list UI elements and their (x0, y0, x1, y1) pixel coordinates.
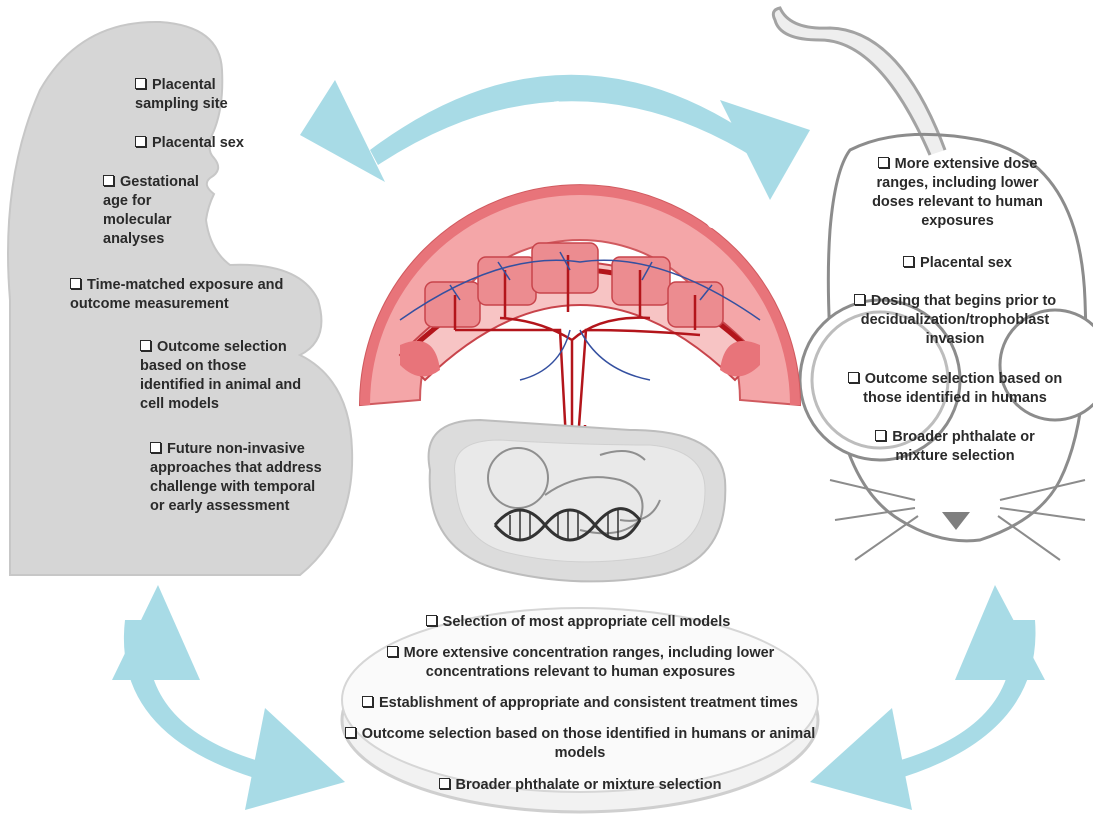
cell-item-label: Selection of most appropriate cell model… (443, 614, 731, 630)
mouse-outline (773, 8, 1093, 560)
animal-item-label: Dosing that begins prior to decidualizat… (861, 293, 1056, 347)
human-item: Gestational age for molecular analyses (103, 173, 218, 249)
cell-item: Broader phthalate or mixture selection (360, 776, 800, 795)
checkbox-icon (103, 175, 114, 186)
checkbox-icon (362, 696, 373, 707)
animal-item: Broader phthalate or mixture selection (855, 428, 1055, 466)
human-item-label: Future non-invasive approaches that addr… (150, 441, 322, 514)
checkbox-icon (140, 340, 151, 351)
human-item-label: Outcome selection based on those identif… (140, 339, 301, 412)
checkbox-icon (135, 78, 146, 89)
cell-item-label: Outcome selection based on those identif… (362, 726, 816, 761)
cell-item-label: More extensive concentration ranges, inc… (404, 645, 775, 680)
animal-item-label: Placental sex (920, 255, 1012, 271)
animal-item: Dosing that begins prior to decidualizat… (840, 292, 1070, 349)
cell-item-label: Broader phthalate or mixture selection (456, 777, 722, 793)
fetus-illustration (429, 420, 726, 581)
checkbox-icon (439, 778, 450, 789)
arrow-head-to-dish-left (245, 708, 345, 810)
animal-item-label: Outcome selection based on those identif… (863, 371, 1062, 406)
checkbox-icon (135, 136, 146, 147)
human-item: Outcome selection based on those identif… (140, 338, 310, 414)
checkbox-icon (426, 615, 437, 626)
arrow-head-left (300, 80, 385, 182)
cell-item: Selection of most appropriate cell model… (348, 613, 808, 632)
human-item: Future non-invasive approaches that addr… (150, 440, 330, 516)
checkbox-icon (848, 372, 859, 383)
checkbox-icon (345, 727, 356, 738)
animal-item-label: More extensive dose ranges, including lo… (872, 156, 1043, 229)
animal-item: Outcome selection based on those identif… (840, 370, 1070, 408)
animal-item: More extensive dose ranges, including lo… (855, 155, 1060, 231)
cell-item: More extensive concentration ranges, inc… (358, 644, 803, 682)
arrow-head-to-dish-right (810, 708, 912, 810)
human-item-label: Gestational age for molecular analyses (103, 174, 199, 247)
checkbox-icon (150, 442, 161, 453)
animal-item: Placental sex (855, 254, 1060, 273)
cell-item: Establishment of appropriate and consist… (335, 694, 825, 713)
checkbox-icon (878, 157, 889, 168)
checkbox-icon (387, 646, 398, 657)
human-item: Time-matched exposure and outcome measur… (70, 276, 285, 314)
human-item: Placental sex (135, 134, 265, 153)
human-item: Placental sampling site (135, 76, 265, 114)
checkbox-icon (854, 294, 865, 305)
cell-item-label: Establishment of appropriate and consist… (379, 695, 798, 711)
checkbox-icon (903, 256, 914, 267)
checkbox-icon (70, 278, 81, 289)
human-item-label: Time-matched exposure and outcome measur… (70, 277, 283, 312)
checkbox-icon (875, 430, 886, 441)
cell-item: Outcome selection based on those identif… (340, 725, 820, 763)
animal-item-label: Broader phthalate or mixture selection (892, 429, 1035, 464)
human-item-label: Placental sampling site (135, 77, 228, 112)
human-item-label: Placental sex (152, 135, 244, 151)
